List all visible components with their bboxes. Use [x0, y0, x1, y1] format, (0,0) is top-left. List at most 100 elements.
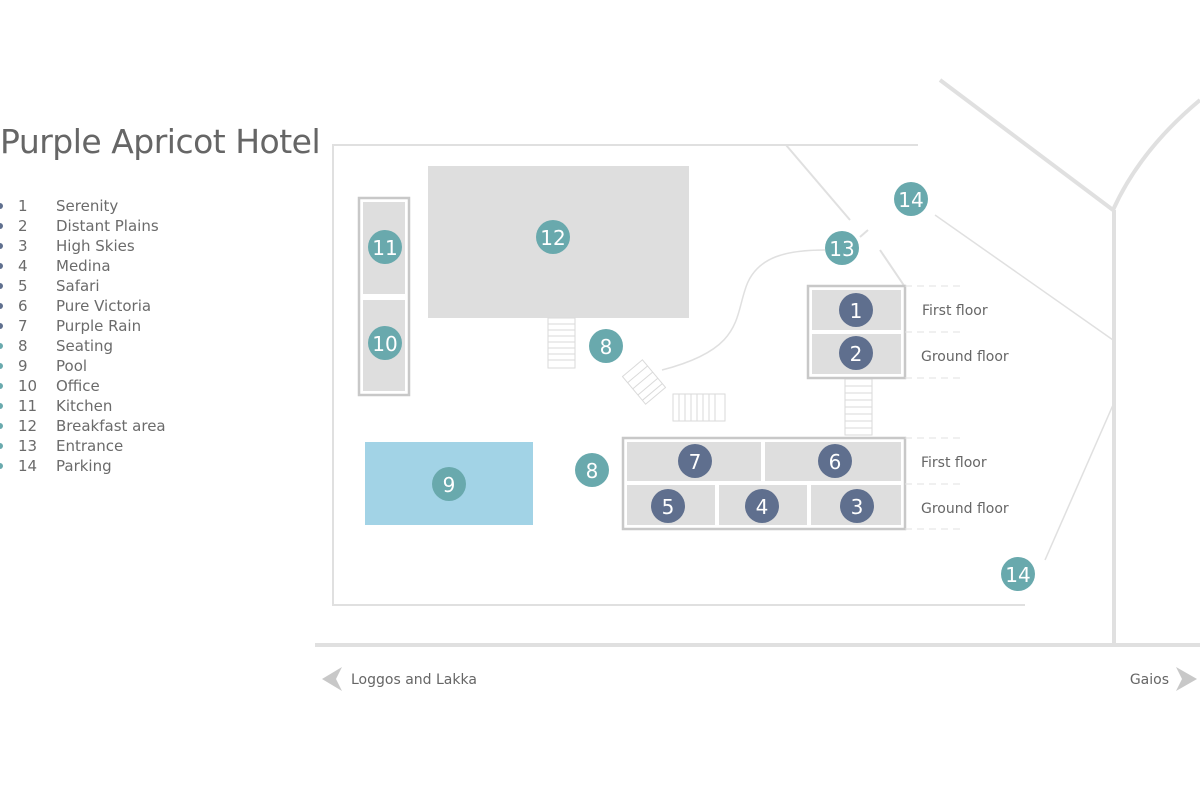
- marker-circle: [536, 220, 570, 254]
- marker-number: 13: [829, 237, 854, 261]
- floor-label-ground: Ground floor: [921, 349, 1009, 365]
- marker-circle: [840, 489, 874, 523]
- legend-label: Entrance: [56, 437, 124, 455]
- legend-number: 9: [18, 357, 28, 375]
- bullet-icon: [0, 363, 3, 369]
- marker-number: 11: [372, 236, 397, 260]
- marker-circle: [589, 329, 623, 363]
- marker-circle: [1001, 557, 1035, 591]
- map-marker-8[interactable]: 8: [589, 329, 623, 363]
- legend-number: 1: [18, 197, 28, 215]
- legend-label: Parking: [56, 457, 112, 475]
- legend-number: 14: [18, 457, 38, 475]
- legend-number: 6: [18, 297, 28, 315]
- bullet-icon: [0, 423, 3, 429]
- legend-number: 13: [18, 437, 38, 455]
- direction-left[interactable]: Loggos and Lakka: [351, 672, 477, 688]
- marker-circle: [575, 453, 609, 487]
- bullet-icon: [0, 343, 3, 349]
- marker-circle: [368, 230, 402, 264]
- floor-label-first: First floor: [921, 455, 987, 471]
- legend-label: Pure Victoria: [56, 297, 152, 315]
- marker-number: 10: [372, 332, 397, 356]
- bullet-icon: [0, 323, 3, 329]
- marker-circle: [651, 489, 685, 523]
- marker-circle: [839, 336, 873, 370]
- map-marker-12[interactable]: 12: [536, 220, 570, 254]
- marker-number: 2: [850, 342, 863, 366]
- legend-label: Breakfast area: [56, 417, 166, 435]
- map-marker-14[interactable]: 14: [894, 182, 928, 216]
- kitchen-office-building: [357, 196, 411, 397]
- marker-number: 6: [829, 450, 842, 474]
- legend-number: 8: [18, 337, 28, 355]
- legend-label: Distant Plains: [56, 217, 159, 235]
- marker-circle: [825, 231, 859, 265]
- bullet-icon: [0, 463, 3, 469]
- marker-number: 9: [443, 473, 456, 497]
- marker-number: 14: [898, 188, 923, 212]
- arrow-right-icon[interactable]: [1176, 667, 1197, 691]
- map-marker-3[interactable]: 3: [840, 489, 874, 523]
- road-north-east: [1111, 98, 1200, 211]
- map-marker-2[interactable]: 2: [839, 336, 873, 370]
- map-marker-9[interactable]: 9: [432, 467, 466, 501]
- bullet-icon: [0, 203, 3, 209]
- legend-label: Kitchen: [56, 397, 113, 415]
- legend-label: Medina: [56, 257, 111, 275]
- bullet-icon: [0, 283, 3, 289]
- map-marker-1[interactable]: 1: [839, 293, 873, 327]
- map-marker-13[interactable]: 13: [825, 231, 859, 265]
- legend-label: Serenity: [56, 197, 119, 215]
- legend-number: 11: [18, 397, 38, 415]
- bullet-icon: [0, 223, 3, 229]
- marker-number: 12: [540, 226, 565, 250]
- bullet-icon: [0, 443, 3, 449]
- legend-number: 5: [18, 277, 28, 295]
- marker-circle: [432, 467, 466, 501]
- legend-number: 3: [18, 237, 28, 255]
- legend-label: Safari: [56, 277, 100, 295]
- marker-number: 14: [1005, 563, 1030, 587]
- map-marker-11[interactable]: 11: [368, 230, 402, 264]
- marker-circle: [745, 489, 779, 523]
- legend-number: 10: [18, 377, 38, 395]
- legend-label: Purple Rain: [56, 317, 142, 335]
- arrow-left-icon[interactable]: [322, 667, 342, 691]
- map-title: Purple Apricot Hotel: [0, 122, 321, 161]
- marker-number: 3: [851, 495, 864, 519]
- floor-label-ground: Ground floor: [921, 501, 1009, 517]
- floor-label-first: First floor: [922, 303, 988, 319]
- legend-label: High Skies: [56, 237, 135, 255]
- legend-number: 2: [18, 217, 28, 235]
- property-boundary: [332, 144, 1114, 606]
- marker-number: 1: [850, 299, 863, 323]
- bullet-icon: [0, 303, 3, 309]
- stairs: [547, 317, 873, 436]
- marker-number: 4: [756, 495, 769, 519]
- direction-right[interactable]: Gaios: [1130, 672, 1169, 688]
- legend-number: 12: [18, 417, 38, 435]
- map-marker-14[interactable]: 14: [1001, 557, 1035, 591]
- marker-number: 8: [586, 459, 599, 483]
- bullet-icon: [0, 383, 3, 389]
- map-marker-6[interactable]: 6: [818, 444, 852, 478]
- marker-circle: [678, 444, 712, 478]
- marker-circle: [894, 182, 928, 216]
- map-marker-7[interactable]: 7: [678, 444, 712, 478]
- map-marker-5[interactable]: 5: [651, 489, 685, 523]
- marker-number: 5: [662, 495, 675, 519]
- bullet-icon: [0, 403, 3, 409]
- map-marker-8[interactable]: 8: [575, 453, 609, 487]
- roads: [315, 78, 1200, 647]
- floor-guides: [905, 285, 965, 530]
- map-marker-4[interactable]: 4: [745, 489, 779, 523]
- legend-number: 4: [18, 257, 28, 275]
- legend-number: 7: [18, 317, 28, 335]
- legend-label: Seating: [56, 337, 114, 355]
- map-marker-10[interactable]: 10: [368, 326, 402, 360]
- marker-circle: [818, 444, 852, 478]
- marker-number: 8: [600, 335, 613, 359]
- marker-circle: [839, 293, 873, 327]
